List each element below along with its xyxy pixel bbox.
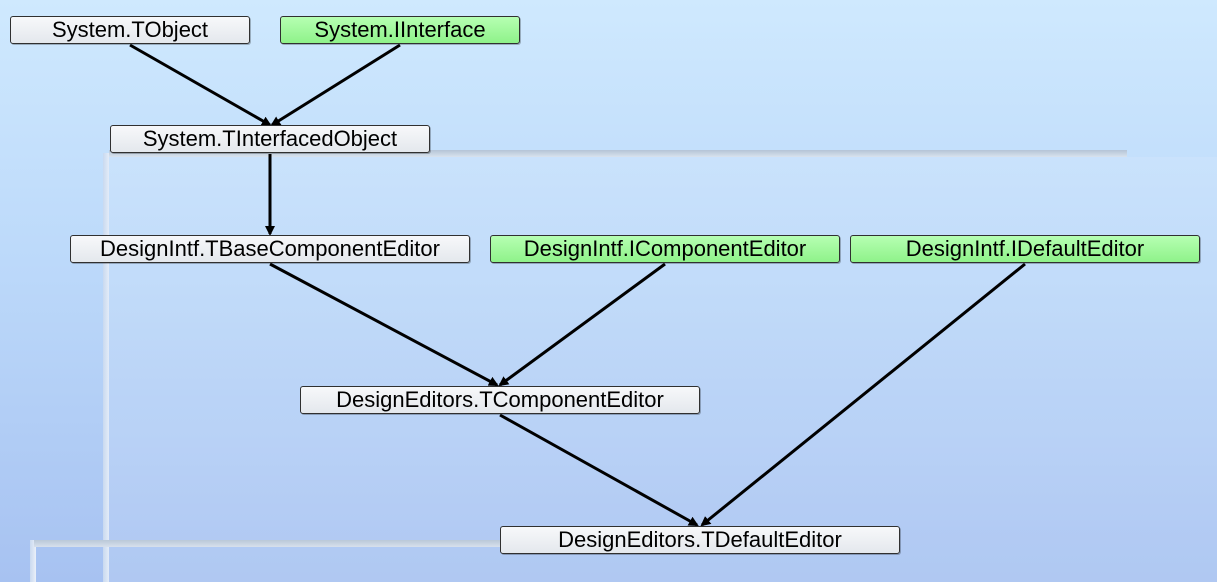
background-panel (109, 157, 1217, 582)
node-designintf-tbasecomponenteditor[interactable]: DesignIntf.TBaseComponentEditor (70, 235, 470, 263)
edge-tobject-to-tinterfacedobject (129, 43, 272, 127)
node-designintf-icomponenteditor[interactable]: DesignIntf.IComponentEditor (490, 235, 840, 263)
node-system-tobject[interactable]: System.TObject (10, 16, 250, 44)
edge-tcomponenteditor-to-tdefaulteditor (499, 413, 699, 527)
node-designeditors-tdefaulteditor[interactable]: DesignEditors.TDefaultEditor (500, 526, 900, 554)
node-system-tinterfacedobject[interactable]: System.TInterfacedObject (110, 125, 430, 153)
background-bottom-edge (34, 540, 500, 547)
node-system-iinterface[interactable]: System.IInterface (280, 16, 520, 44)
node-designintf-idefaulteditor[interactable]: DesignIntf.IDefaultEditor (850, 235, 1200, 263)
background-panel-left-edge (103, 153, 109, 582)
edge-iinterface-to-tinterfacedobject (270, 43, 401, 127)
edge-tbasecomponenteditor-to-tcomponenteditor (269, 262, 499, 387)
node-designeditors-tcomponenteditor[interactable]: DesignEditors.TComponentEditor (300, 386, 700, 414)
edge-idefaulteditor-to-tdefaulteditor (700, 262, 1026, 527)
background-bottom-left-edge (30, 540, 36, 582)
edge-icomponenteditor-to-tcomponenteditor (498, 262, 666, 387)
background-panel-top-edge (109, 150, 1127, 157)
